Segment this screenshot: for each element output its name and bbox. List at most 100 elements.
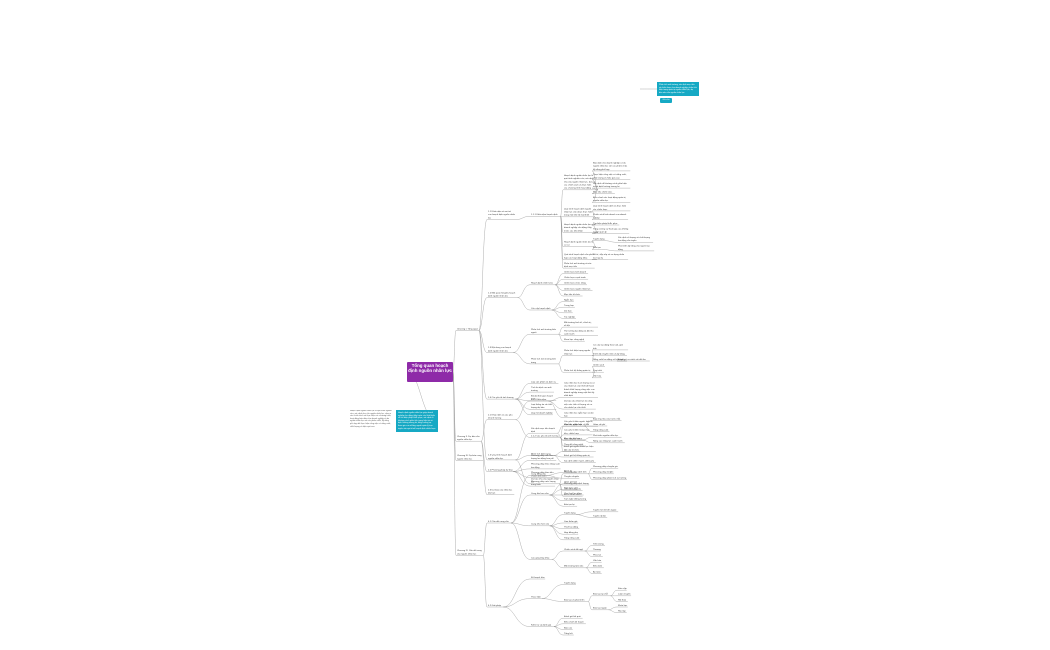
section-0-3-4-node[interactable]: Quy mô doanh nghiệp xyxy=(530,413,553,415)
section-1-1-node[interactable]: 2.2 Phương pháp dự báo xyxy=(487,470,513,472)
section-3-0-3-0-1-node[interactable]: Thưởng xyxy=(592,548,602,552)
section-0-1-0-4-node[interactable]: Mục tiêu tổ chức xyxy=(563,293,583,297)
section-0-0-0-3-0-node[interactable]: Tuyển dụng xyxy=(592,238,605,241)
section-0-2-0-0-node[interactable]: Môi trường kinh tế, chính trị,xã hội xyxy=(563,321,598,328)
section-0-4-2-0-2-node[interactable]: Phương pháp phân tích xu hướng xyxy=(592,476,627,480)
section-3-1-1-1-1-0-node[interactable]: Khóa học xyxy=(617,605,628,608)
section-0-4-2-2-node[interactable]: Cân đối cung cầu xyxy=(563,488,583,491)
section-3-0-2-3-node[interactable]: Hợp đồng phụ xyxy=(563,531,579,535)
section-0-0-0-2-0-node[interactable]: Tìm biện pháp khắc phục xyxy=(592,222,620,226)
section-0-2-1-1-2-node[interactable]: Văn hóa xyxy=(592,375,602,378)
section-0-0-0-0-1-node[interactable]: Thực hiện công việc có năng suất,chất lư… xyxy=(592,173,631,180)
section-3-1-2-2-node[interactable]: Báo cáo xyxy=(563,627,573,630)
section-3-0-3-0-node[interactable]: Chính sách đãi ngộ xyxy=(563,548,585,552)
section-0-node[interactable]: Chương I. Tổng quan xyxy=(456,327,479,331)
section-0-4-2-0-node[interactable]: Phương pháp định tính xyxy=(563,471,589,474)
section-3-1-2-0-node[interactable]: Đánh giá kết quả xyxy=(563,615,583,619)
section-3-1-2-1-node[interactable]: Điều chỉnh kế hoạch xyxy=(563,621,586,624)
section-0-4-0-0-1-node[interactable]: Giảm chi phí xyxy=(592,423,608,427)
section-3-0-3-1-1-node[interactable]: Điều kiện xyxy=(592,565,604,568)
section-3-1-0-node[interactable]: Kế hoạch hóa xyxy=(530,576,545,580)
section-3-0-0-1-node[interactable]: Thuyên chuyển xyxy=(563,475,580,479)
section-3-1-node[interactable]: 4.2 Giải pháp xyxy=(487,604,504,608)
section-0-2-0-2-node[interactable]: Khoa học công nghệ xyxy=(563,339,585,342)
section-3-0-3-1-2-node[interactable]: An toàn xyxy=(592,570,602,574)
section-0-4-0-1-0-node[interactable]: Phát triển nguồn nhân lực xyxy=(592,434,622,438)
root-topic[interactable]: Tổng quan hoạch định nguồn nhân lực xyxy=(407,362,453,382)
section-3-1-2-3-node[interactable]: Tổng kết xyxy=(563,632,574,636)
section-0-0-0-0-3-node[interactable]: Mục tiêu chiến lược xyxy=(592,191,615,194)
section-0-1-1-2-node[interactable]: Dài hạn xyxy=(563,311,573,313)
section-3-0-2-1-node[interactable]: Làm thêm giờ xyxy=(563,520,579,524)
section-0-2-1-1-0-node[interactable]: Chính sách xyxy=(592,365,605,367)
section-3-1-1-0-node[interactable]: Tuyển dụng xyxy=(563,582,576,585)
section-0-1-0-2-node[interactable]: Chiến lược chức năng xyxy=(563,282,587,285)
section-0-1-0-node[interactable]: Hoạch định chiến lược xyxy=(530,282,556,285)
section-0-0-0-3-1-node[interactable]: Đào tạo xyxy=(592,246,602,250)
section-3-0-2-0-0-node[interactable]: Tuyển mới từ bên ngoài xyxy=(592,509,619,512)
section-0-1-0-0-node[interactable]: Chiến lược kinh doanh xyxy=(563,271,589,274)
section-0-3-node[interactable]: 1.4 Các yếu tố ảnh hưởng xyxy=(487,396,516,400)
section-1-0-1-3-node[interactable]: Thay đổi công nghệ xyxy=(563,443,585,447)
section-1-0-1-4-node[interactable]: Cơ cấu tổ chức xyxy=(563,449,581,452)
section-3-0-3-0-0-node[interactable]: Tiền lương xyxy=(592,542,605,546)
section-3-0-1-3-node[interactable]: Tạm nghỉ không lương xyxy=(563,498,587,501)
section-3-0-1-0-node[interactable]: Giảm giờ làm xyxy=(563,481,579,484)
section-3-0-2-4-node[interactable]: Tăng năng suất xyxy=(563,537,581,540)
section-3-0-3-node[interactable]: Các giải pháp khác xyxy=(530,556,552,560)
section-0-2-1-0-1-node[interactable]: Trình độ chuyên môn và kỹ năng xyxy=(592,352,627,356)
section-0-4-1-2-node[interactable]: Xác định điểm mạnh, điểm yếu xyxy=(563,460,596,463)
section-0-3-0-node[interactable]: Loại sản phẩm và dịch vụ xyxy=(530,380,559,384)
section-3-0-1-1-node[interactable]: Nghỉ hưu sớm xyxy=(563,486,579,490)
section-0-2-1-1-node[interactable]: Phân tích hệ thống quản trị xyxy=(563,369,595,373)
section-3-0-1-4-node[interactable]: Đào tạo lại xyxy=(563,503,578,507)
section-3-0-1-2-node[interactable]: Cho thuê lao động xyxy=(563,492,584,496)
section-3-0-1-node[interactable]: Cung lớn hơn cầu xyxy=(530,492,550,496)
section-3-1-1-1-0-node[interactable]: Đào tạo tại chỗ xyxy=(592,593,611,596)
section-3-0-2-node[interactable]: Cung nhỏ hơn cầu xyxy=(530,523,550,526)
section-3-1-1-1-1-node[interactable]: Đào tạo ngoài xyxy=(592,607,609,610)
section-3-1-1-1-0-1-node[interactable]: Luân chuyển xyxy=(617,593,631,596)
section-0-4-0-1-1-node[interactable]: Nâng cao năng lực cạnh tranh xyxy=(592,440,625,443)
section-3-1-1-1-0-0-node[interactable]: Kèm cặp xyxy=(617,587,627,591)
section-3-0-2-0-node[interactable]: Tuyển dụng xyxy=(563,512,576,515)
section-1-0-1-0-node[interactable]: Các yếu tố bên ngoài: kinh tế,chính trị,… xyxy=(563,420,598,427)
section-1-0-1-2-node[interactable]: Khả năng tài chính xyxy=(563,437,585,441)
section-1-0-0-node[interactable]: 2.1.1 Khái niệm xyxy=(530,399,549,402)
section-0-1-1-1-node[interactable]: Trung hạn xyxy=(563,304,575,308)
section-0-4-2-0-1-node[interactable]: Phương pháp Delphi xyxy=(592,472,614,474)
section-0-4-2-3-node[interactable]: Đề ra chính sách xyxy=(563,493,583,497)
section-3-0-0-node[interactable]: Cung bằng cầu xyxy=(530,472,547,476)
section-0-2-1-1-1-node[interactable]: Quy trình xyxy=(592,369,604,373)
section-3-1-2-node[interactable]: Kiểm tra và đánh giá xyxy=(530,624,554,627)
